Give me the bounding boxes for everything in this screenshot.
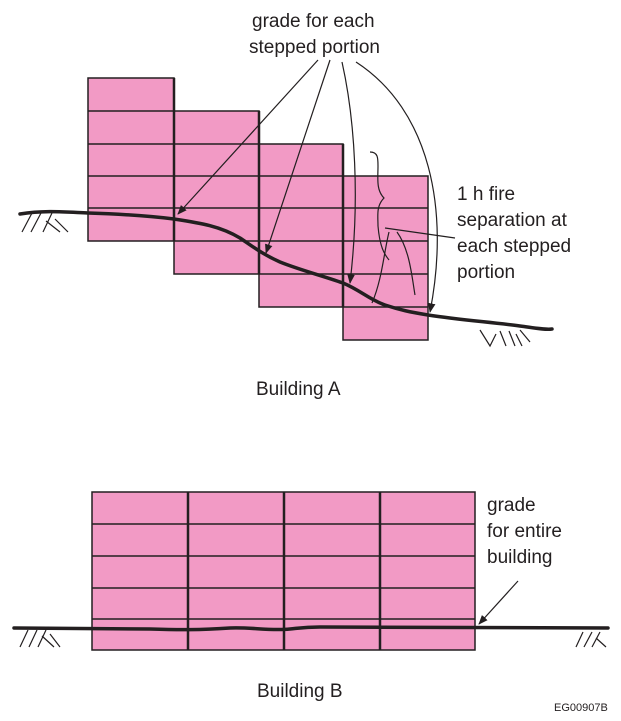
building-a bbox=[87, 77, 429, 341]
grade-for-each-label-line-1: grade for each bbox=[252, 11, 375, 32]
fire-separation-label-line-4: portion bbox=[457, 262, 516, 283]
building-a-ground-hatch-right bbox=[479, 329, 531, 348]
building-b-caption: Building B bbox=[257, 681, 343, 702]
building-b-grade-line bbox=[12, 625, 610, 632]
fire-separation-label-line-2: separation at bbox=[457, 210, 567, 231]
building-b-ground-hatch-right bbox=[575, 631, 607, 648]
grade-entire-label-line-1: grade bbox=[487, 495, 536, 516]
building-b-ground-hatch-left bbox=[19, 629, 61, 648]
building-a-portion-3 bbox=[258, 143, 344, 308]
figure-id: EG00907B bbox=[554, 702, 608, 714]
building-b-grade-arrow bbox=[478, 580, 519, 625]
grade-entire-label-line-2: for entire bbox=[487, 521, 562, 542]
building-b bbox=[91, 491, 476, 651]
fire-separation-label-line-1: 1 h fire bbox=[457, 184, 516, 205]
grade-for-each-label-line-2: stepped portion bbox=[249, 37, 380, 58]
building-a-grade-line bbox=[18, 209, 554, 331]
grade-entire-label-line-3: building bbox=[487, 547, 553, 568]
building-a-caption: Building A bbox=[256, 379, 341, 400]
building-a-portion-2 bbox=[173, 110, 260, 275]
building-a-portion-4 bbox=[342, 175, 429, 341]
fire-separation-braces bbox=[369, 151, 456, 304]
grade-leader-arrows bbox=[177, 59, 438, 313]
building-a-ground-hatch-left bbox=[21, 212, 69, 233]
fire-separation-label-line-3: each stepped bbox=[457, 236, 572, 257]
